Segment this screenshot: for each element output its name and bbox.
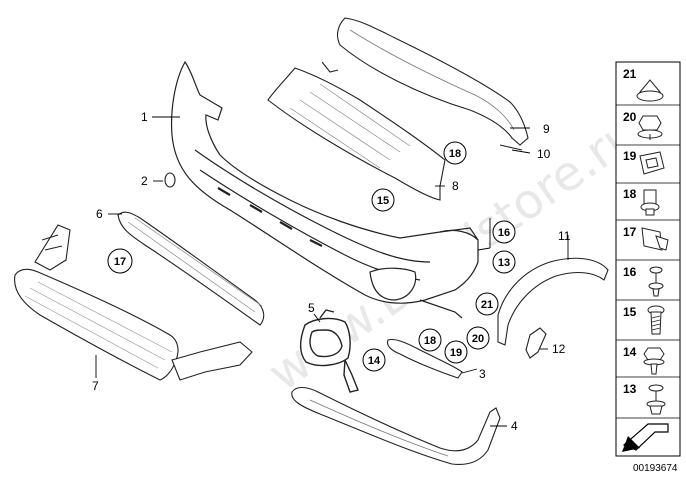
callout-18-lower-text: 18 bbox=[424, 335, 436, 347]
callout-16-text: 16 bbox=[498, 227, 510, 239]
bolt-15-icon bbox=[647, 305, 665, 335]
screw-13-icon bbox=[646, 384, 666, 415]
label-part-12: 12 bbox=[552, 342, 566, 356]
callout-15: 15 bbox=[371, 188, 395, 212]
callout-18-upper-text: 18 bbox=[449, 148, 461, 160]
lower-spoiler-part bbox=[291, 386, 501, 466]
clip-part bbox=[164, 172, 176, 188]
leader-lines bbox=[95, 116, 569, 427]
label-part-10: 10 bbox=[537, 147, 551, 161]
push-nut-icon bbox=[636, 79, 664, 102]
label-part-6: 6 bbox=[96, 207, 103, 221]
label-part-2: 2 bbox=[141, 174, 148, 188]
label-part-8: 8 bbox=[452, 179, 459, 193]
callout-18-lower: 18 bbox=[418, 328, 442, 352]
label-part-9: 9 bbox=[543, 122, 550, 136]
callout-17-text: 17 bbox=[114, 256, 126, 268]
spring-clip-icon bbox=[639, 151, 665, 175]
small-trim-part bbox=[386, 338, 463, 379]
lower-grille-bracket-part bbox=[14, 224, 253, 381]
callout-15-text: 15 bbox=[377, 195, 389, 207]
callout-18-upper: 18 bbox=[443, 141, 467, 165]
bracket-12-part bbox=[525, 327, 547, 359]
legend-num-15: 15 bbox=[623, 305, 637, 319]
trim-strip-part bbox=[336, 17, 529, 151]
callout-19: 19 bbox=[444, 340, 468, 364]
legend-num-21: 21 bbox=[623, 67, 637, 81]
callout-20-text: 20 bbox=[472, 333, 484, 345]
legend-num-19: 19 bbox=[623, 149, 637, 163]
callout-19-text: 19 bbox=[450, 347, 462, 359]
callout-13-text: 13 bbox=[498, 257, 510, 269]
label-part-1: 1 bbox=[141, 110, 148, 124]
hex-nut-icon bbox=[637, 115, 663, 140]
wheel-arch-part bbox=[497, 257, 609, 346]
bracket-clip-icon bbox=[641, 227, 669, 251]
fog-bracket-part bbox=[299, 309, 359, 393]
bumper-cover-part bbox=[170, 60, 479, 319]
flange-bolt-icon bbox=[643, 347, 665, 375]
part-number: 00193674 bbox=[633, 463, 678, 474]
label-part-3: 3 bbox=[479, 367, 486, 381]
hardware-legend: 21 20 19 18 17 16 15 14 13 bbox=[615, 61, 681, 457]
callout-21: 21 bbox=[475, 292, 499, 316]
callout-16: 16 bbox=[492, 220, 516, 244]
legend-num-20: 20 bbox=[623, 110, 637, 124]
screw-16-icon bbox=[648, 266, 664, 297]
rivet-icon bbox=[640, 189, 660, 216]
label-part-11: 11 bbox=[558, 229, 571, 243]
callout-21-text: 21 bbox=[481, 299, 493, 311]
legend-num-14: 14 bbox=[623, 345, 637, 359]
label-part-4: 4 bbox=[511, 419, 518, 433]
legend-num-13: 13 bbox=[623, 382, 637, 396]
label-part-7: 7 bbox=[92, 379, 99, 393]
direction-arrow-icon bbox=[622, 423, 669, 452]
upper-grille-part bbox=[267, 61, 446, 201]
legend-num-17: 17 bbox=[623, 225, 637, 239]
legend-num-16: 16 bbox=[623, 265, 637, 279]
callout-14-text: 14 bbox=[368, 355, 381, 367]
callout-17: 17 bbox=[107, 248, 133, 274]
lower-grille-part bbox=[117, 211, 265, 326]
legend-num-18: 18 bbox=[623, 187, 637, 201]
callout-20: 20 bbox=[466, 326, 490, 350]
callout-14: 14 bbox=[362, 348, 386, 372]
callout-13: 13 bbox=[492, 250, 516, 274]
label-part-5: 5 bbox=[308, 301, 315, 315]
